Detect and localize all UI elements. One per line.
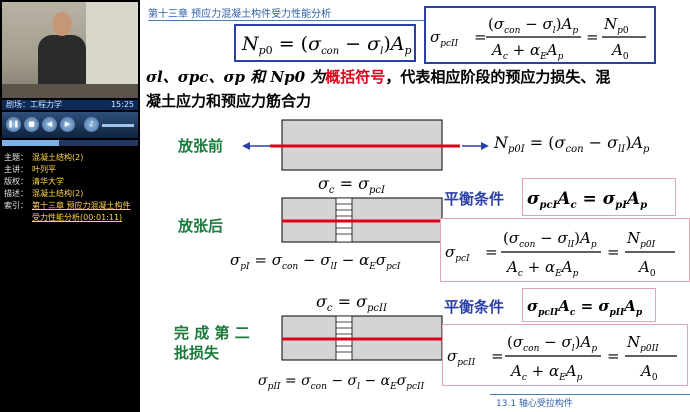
beam-diagram-1 [242, 119, 489, 171]
svg-text:Np0 = (σcon − σl)Ap: Np0 = (σcon − σl)Ap [241, 33, 412, 57]
beam-diagram-2 [281, 197, 443, 243]
lecture-info: 主题： 混凝土结构(2) 主讲： 叶列平版权： 清华大学描述： 混凝土结构(2) 索引： 第十… [4, 152, 138, 224]
svg-text:A0: A0 [637, 258, 656, 279]
svg-text:Ac + αEAp: Ac + αEAp [509, 362, 583, 383]
description-text: ，代表相应阶段的预应力损失、混 [385, 68, 611, 86]
svg-text:σpcIIAc = σpIIAp: σpcIIAc = σpIIAp [527, 297, 643, 318]
slide-footer: 13.1 轴心受拉构件 [490, 394, 690, 409]
svg-text:Np0I: Np0I [626, 229, 656, 250]
stage-before-release: 放张前 [178, 137, 224, 155]
volume-slider[interactable] [102, 124, 134, 127]
svg-text:σc = σpcI: σc = σpcI [318, 174, 386, 196]
svg-text:σpcIAc = σpIAp: σpcIAc = σpIAp [527, 189, 647, 211]
balance-label-2: 平衡条件 [444, 298, 505, 316]
balance-formula-2: σpcIIAc = σpIIAp [527, 297, 643, 318]
sigma-c-eq-pcI: σc = σpcI [318, 174, 386, 196]
beam-diagram-3 [281, 315, 443, 361]
svg-text:σpcII: σpcII [430, 28, 459, 49]
balance-formula-1: σpcIAc = σpIAp [527, 189, 647, 211]
info-value: 叶列平 [32, 165, 56, 174]
sigma-pcI-formula: σpcI = (σcon − σlI)Ap Ac + αEAp = Np0I A… [445, 229, 675, 279]
next-icon[interactable]: ▶ [60, 117, 75, 132]
svg-text:Ac + αEAp: Ac + αEAp [490, 41, 564, 62]
svg-text:(σcon − σl)Ap: (σcon − σl)Ap [488, 15, 578, 36]
lecturer-head [52, 12, 72, 36]
info-row: 索引： 第十三章 预应力混凝土构件受力性能分析(00:01:11) [4, 200, 138, 224]
seek-bar[interactable] [2, 140, 138, 146]
desk [2, 84, 138, 98]
stop-icon[interactable]: ■ [24, 117, 39, 132]
npoI-formula: Np0I = (σcon − σlI)Ap [493, 133, 650, 155]
info-label: 描述： [4, 189, 28, 198]
svg-text:=: = [607, 243, 620, 261]
svg-text:=: = [586, 28, 599, 46]
chapter-title: 第十三章 预应力混凝土构件受力性能分析 [148, 9, 332, 20]
svg-text:=: = [607, 347, 620, 365]
balance-formula-box-2: σpcIIAc = σpIIAp [522, 288, 656, 322]
svg-text:σpcII: σpcII [447, 347, 476, 368]
slide-header: 第十三章 预应力混凝土构件受力性能分析 [148, 2, 548, 21]
svg-text:=: = [491, 347, 504, 365]
stage-second-loss-line-1: 完 成 第 二 [174, 324, 250, 342]
svg-text:Np0: Np0 [603, 15, 629, 36]
svg-text:A0: A0 [610, 41, 629, 62]
pause-icon[interactable]: ❚❚ [6, 117, 21, 132]
lecture-slide: 第十三章 预应力混凝土构件受力性能分析 Np0 = (σcon − σl)Ap … [140, 0, 690, 412]
info-value: 混凝土结构(2) [32, 189, 84, 198]
svg-text:A0: A0 [639, 362, 658, 383]
description-line-1: σl、σpc、σp 和 Np0 为概括符号，代表相应阶段的预应力损失、混 [146, 66, 610, 87]
info-row: 版权： 清华大学 [4, 176, 138, 188]
lecture-video[interactable] [2, 2, 138, 98]
video-player-panel: 剧场：工程力学 15:25 ❚❚ ■ ◀ ▶ ♪ 主题： 混凝土结构(2) 主讲： 叶… [0, 0, 140, 412]
info-label: 主题： [4, 153, 28, 162]
highlight-text: 概括符号 [325, 68, 386, 86]
np0-formula-box: Np0 = (σcon − σl)Ap [234, 24, 416, 62]
info-value: 混凝土结构(2) [32, 153, 84, 162]
now-playing-bar: 剧场：工程力学 15:25 [2, 100, 138, 110]
svg-text:(σcon − σlI)Ap: (σcon − σlI)Ap [503, 229, 597, 250]
seek-progress [2, 140, 60, 146]
sigma-pcII-formula-2: σpcII = (σcon − σl)Ap Ac + αEAp = Np0II … [447, 333, 677, 383]
balance-formula-box-1: σpcIAc = σpIAp [522, 178, 676, 216]
sigma-pII-formula: σpII = σcon − σl − αEσpcII [258, 373, 425, 392]
info-label: 版权： [4, 177, 28, 186]
now-playing-title: 剧场：工程力学 [6, 100, 62, 109]
stage-second-loss-line-2: 批损失 [174, 344, 220, 362]
svg-text:Ac + αEAp: Ac + αEAp [505, 258, 579, 279]
svg-text:σpII = σcon − σl − αEσpcII: σpII = σcon − σl − αEσpcII [258, 373, 425, 392]
sigma-pI-formula: σpI = σcon − σlI − αEσpcI [230, 251, 401, 272]
svg-text:σpcI: σpcI [445, 243, 470, 264]
sigma-c-eq-pcII: σc = σpcII [316, 292, 388, 314]
info-row: 主题： 混凝土结构(2) [4, 152, 138, 164]
symbols-text: σl、σpc、σp 和 Np0 为 [146, 68, 326, 86]
sigma-pcII-formula: σpcII = (σcon − σl)Ap Ac + αEAp = Np0 A0 [430, 15, 646, 62]
svg-text:Np0II: Np0II [626, 333, 659, 354]
index-link[interactable]: 第十三章 预应力混凝土构件受力性能分析(00:01:11) [32, 201, 131, 222]
svg-text:σc = σpcII: σc = σpcII [316, 292, 388, 314]
player-controls: ❚❚ ■ ◀ ▶ ♪ [2, 112, 138, 138]
now-playing-time: 15:25 [110, 100, 134, 109]
svg-text:(σcon − σl)Ap: (σcon − σl)Ap [507, 333, 597, 354]
balance-label-1: 平衡条件 [444, 190, 505, 208]
description-line-2: 凝土应力和预应力筋合力 [146, 92, 312, 110]
sigma-pcII-formula-box: σpcII = (σcon − σl)Ap Ac + αEAp = Np0 A0 [424, 6, 656, 64]
np0-formula: Np0 = (σcon − σl)Ap [241, 33, 412, 57]
svg-text:=: = [485, 243, 498, 261]
stage-after-release: 放张后 [178, 217, 224, 235]
sigma-pcII-formula-box-2: σpcII = (σcon − σl)Ap Ac + αEAp = Np0II … [442, 324, 688, 386]
info-label: 主讲： [4, 165, 28, 174]
info-label: 索引： [4, 201, 28, 210]
svg-text:Np0I = (σcon − σlI)Ap: Np0I = (σcon − σlI)Ap [493, 133, 650, 155]
blackboard [86, 2, 138, 98]
info-value: 清华大学 [32, 177, 64, 186]
sigma-pcI-formula-box: σpcI = (σcon − σlI)Ap Ac + αEAp = Np0I A… [440, 218, 690, 282]
previous-icon[interactable]: ◀ [42, 117, 57, 132]
info-row: 主讲： 叶列平 [4, 164, 138, 176]
info-row: 描述： 混凝土结构(2) [4, 188, 138, 200]
volume-icon[interactable]: ♪ [84, 117, 99, 132]
section-title: 13.1 轴心受拉构件 [496, 399, 573, 409]
svg-text:σpI = σcon − σlI − αEσpcI: σpI = σcon − σlI − αEσpcI [230, 251, 401, 272]
svg-text:=: = [474, 28, 487, 46]
